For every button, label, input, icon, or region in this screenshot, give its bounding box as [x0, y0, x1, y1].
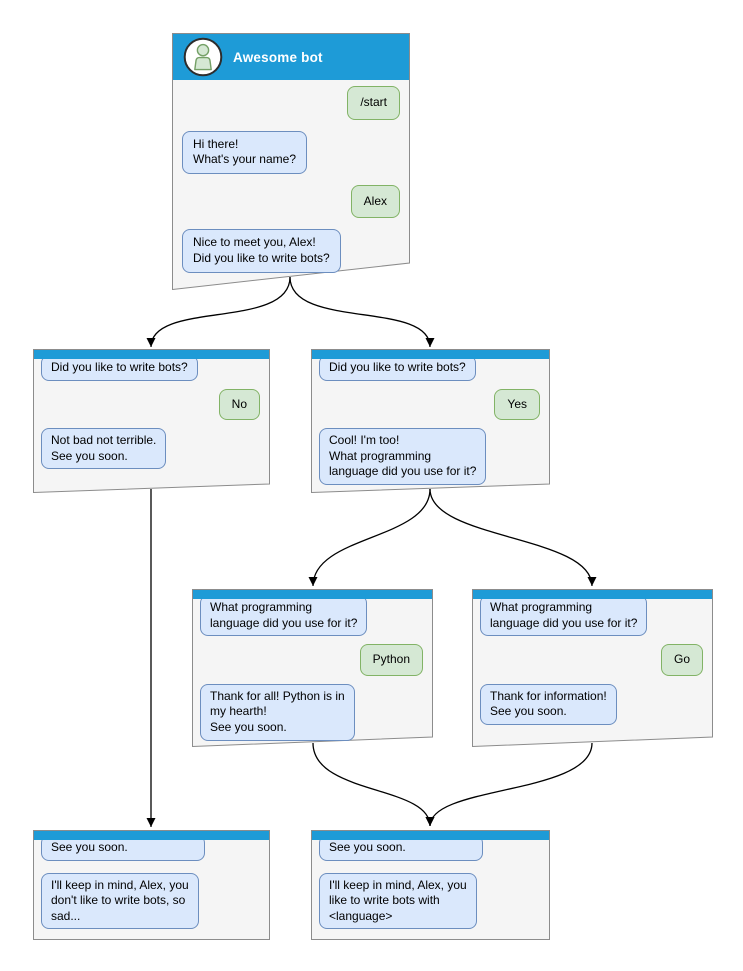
window-titlebar: [34, 831, 269, 840]
user-message-bubble: No: [218, 388, 260, 421]
arrow-python-to-end: [312, 742, 435, 827]
bot-message-bubble: What programming language did you use fo…: [200, 595, 368, 637]
bot-message-bubble: Nice to meet you, Alex! Did you like to …: [182, 229, 341, 273]
window-titlebar: [34, 350, 269, 359]
chat-window-end-no: See you soon. I'll keep in mind, Alex, y…: [33, 830, 270, 940]
bot-message-bubble: I'll keep in mind, Alex, you don't like …: [41, 872, 199, 930]
bot-message-bubble: Not bad not terrible. See you soon.: [41, 428, 167, 470]
user-message-bubble: /start: [347, 86, 400, 120]
chat-window-end-yes: See you soon. I'll keep in mind, Alex, y…: [311, 830, 550, 940]
arrow-go-to-end: [425, 742, 593, 827]
bot-message-bubble: Did you like to write bots?: [319, 355, 476, 381]
bot-message-bubble: What programming language did you use fo…: [480, 595, 648, 637]
chat-window-main: /start Hi there! What's your name? Alex …: [172, 33, 410, 290]
window-titlebar: Awesome bot: [173, 34, 409, 80]
user-message-bubble: Python: [359, 644, 423, 676]
bot-avatar-person-icon: [183, 37, 223, 77]
user-message-bubble: Yes: [494, 388, 540, 421]
bot-message-bubble: I'll keep in mind, Alex, you like to wri…: [319, 872, 477, 930]
window-titlebar: [193, 590, 432, 599]
window-title: Awesome bot: [233, 49, 323, 65]
chat-window-yes: Did you like to write bots? Yes Cool! I'…: [311, 349, 550, 493]
window-titlebar: [473, 590, 712, 599]
arrow-yes-to-python: [308, 488, 431, 587]
bot-message-bubble: Thank for information! See you soon.: [480, 683, 617, 725]
bot-message-bubble: Hi there! What's your name?: [182, 130, 308, 174]
window-titlebar: [312, 350, 549, 359]
chat-window-python: What programming language did you use fo…: [192, 589, 433, 747]
arrow-yes-to-go: [429, 488, 597, 587]
bot-message-bubble: Did you like to write bots?: [41, 355, 198, 381]
bot-message-bubble: Thank for all! Python is in my hearth! S…: [200, 683, 355, 741]
user-message-bubble: Go: [660, 644, 703, 676]
window-titlebar: [312, 831, 549, 840]
bot-message-bubble: Cool! I'm too! What programming language…: [319, 428, 487, 485]
user-message-bubble: Alex: [350, 184, 400, 219]
chat-window-go: What programming language did you use fo…: [472, 589, 713, 747]
chat-window-no: Did you like to write bots? No Not bad n…: [33, 349, 270, 493]
